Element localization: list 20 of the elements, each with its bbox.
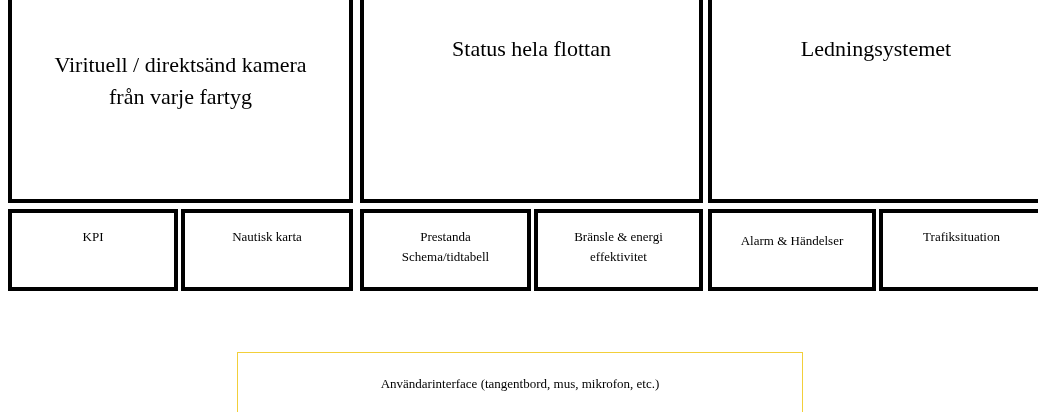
- fuel-efficiency-panel: [534, 209, 703, 291]
- panel-title: Användarinterface (tangentbord, mus, mikrofon, etc.): [380, 375, 660, 392]
- panel-title: Status hela flottan: [452, 35, 611, 63]
- command-system-panel: [708, 0, 1038, 203]
- kpi-panel: [8, 209, 178, 291]
- alarm-panel: [708, 209, 876, 291]
- fleet-status-panel: [360, 0, 703, 203]
- traffic-panel: [879, 209, 1038, 291]
- panel-title: Alarm & Händelser: [740, 232, 844, 250]
- camera-panel: [8, 0, 353, 203]
- nautical-chart-panel: [181, 209, 353, 291]
- panel-title: KPI: [82, 228, 104, 246]
- panel-title: Virituell / direktsänd kamera från varje fartyg: [53, 51, 308, 111]
- performance-panel: [360, 209, 531, 291]
- panel-title: Prestanda Schema/tidtabell: [400, 228, 491, 266]
- panel-title: Nautisk karta: [232, 228, 302, 246]
- panel-title: Ledningsystemet: [800, 35, 952, 63]
- user-interface-panel: [237, 352, 803, 412]
- panel-title: Bränsle & energi effektivitet: [573, 228, 664, 266]
- panel-title: Trafiksituation: [923, 228, 1000, 246]
